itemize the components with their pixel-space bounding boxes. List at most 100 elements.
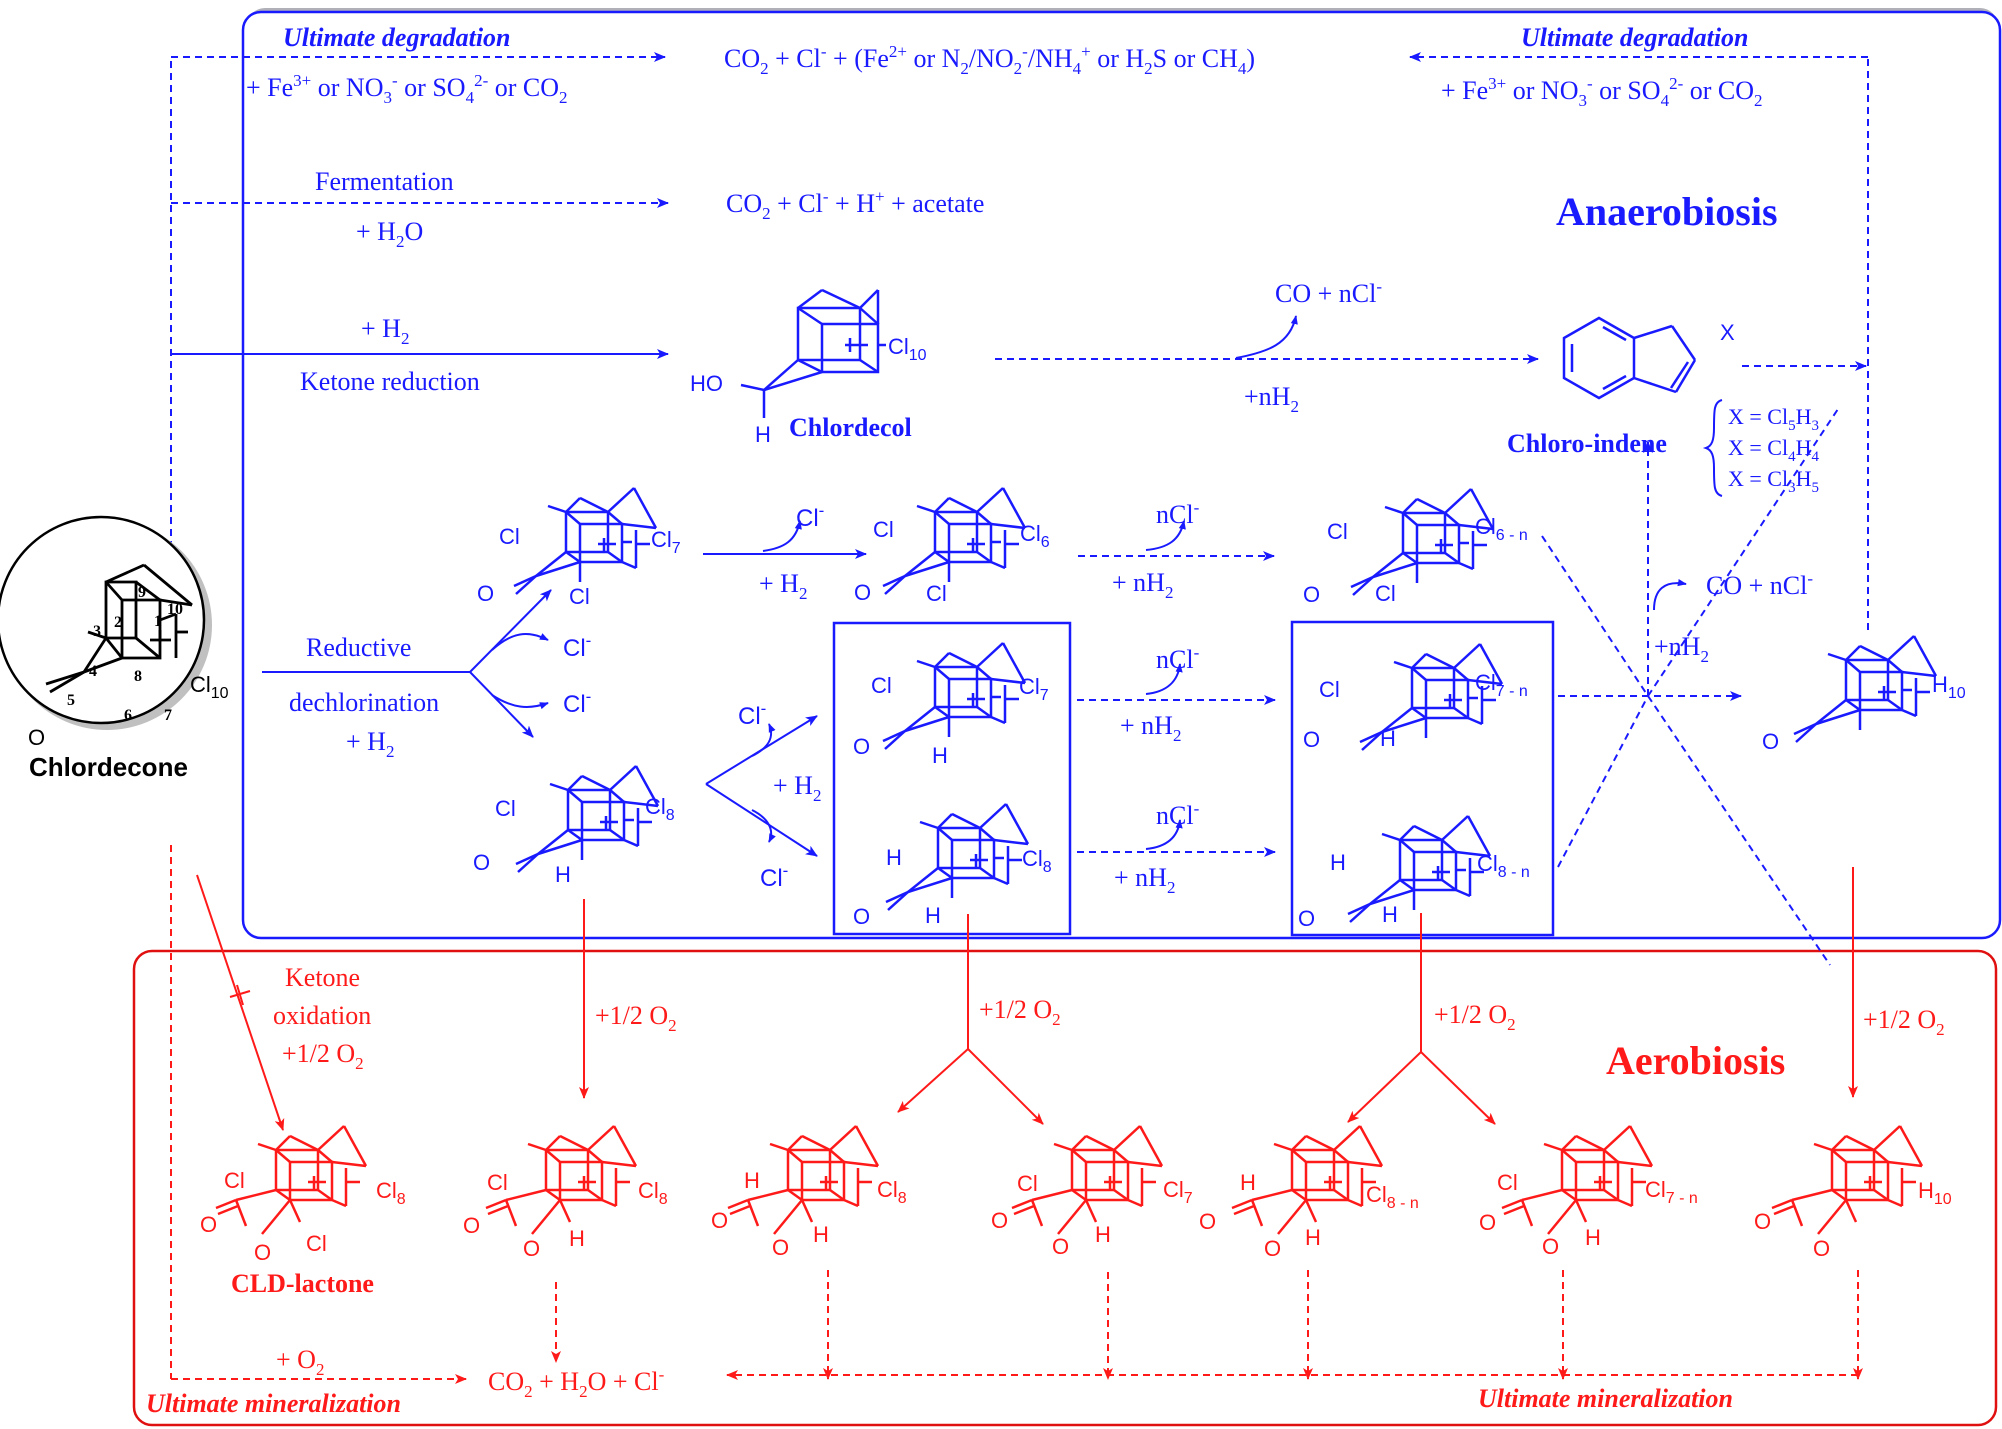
ketone-oxidation-3: +1/2 O2 xyxy=(282,1039,364,1073)
lactone-6-b: H xyxy=(1585,1225,1601,1250)
ncl-c: nCl- xyxy=(1156,799,1200,830)
chlordecone-num-5: 5 xyxy=(67,692,75,709)
half-o2-2: +1/2 O2 xyxy=(979,995,1061,1029)
ultimate-mineralization-left: Ultimate mineralization xyxy=(146,1389,401,1418)
electron-acceptors-right: + Fe3+ or NO3- or SO42- or CO2 xyxy=(1441,74,1763,110)
b4-o: O xyxy=(1303,727,1320,752)
lactone-4-b: H xyxy=(1095,1222,1111,1247)
b5-h-a: H xyxy=(1330,850,1346,875)
lactone-5-o1: O xyxy=(1199,1209,1216,1234)
b4-h: H xyxy=(1380,726,1396,751)
ketone-reduction-label: Ketone reduction xyxy=(300,367,480,396)
b5-o: O xyxy=(1298,906,1315,931)
x-values-brace xyxy=(1702,399,1723,497)
b2-cl: Cl xyxy=(871,673,892,698)
lactone-3-o1: O xyxy=(711,1208,728,1233)
chlordecone-label: Chlordecone xyxy=(29,752,188,782)
lactone-6-o1: O xyxy=(1479,1210,1496,1235)
b3-o: O xyxy=(853,904,870,929)
anaerobiosis-title: Anaerobiosis xyxy=(1556,189,1778,234)
fermentation-reagent: + H2O xyxy=(356,217,423,251)
chlordecone-structure xyxy=(45,563,193,694)
lactone-2-o2: O xyxy=(523,1236,540,1261)
b1-o: O xyxy=(473,850,490,875)
chlordecone-num-1: 1 xyxy=(154,613,162,630)
chlordecone-num-6: 6 xyxy=(124,707,132,724)
chlordecone-num-8: 8 xyxy=(134,668,142,685)
ncl-a: nCl- xyxy=(1156,498,1200,529)
lactone-1-a: Cl xyxy=(224,1168,245,1193)
co-ncl-mid: CO + nCl- xyxy=(1706,569,1813,600)
lactone-7-o2: O xyxy=(1813,1236,1830,1261)
b5-h: H xyxy=(1382,902,1398,927)
plus-nh2-a: + nH2 xyxy=(1112,568,1173,602)
lactone-2-a: Cl xyxy=(487,1170,508,1195)
ketone-oxidation-2: oxidation xyxy=(273,1001,371,1030)
anaerobic-end-products: CO2 + Cl- + (Fe2+ or N2/NO2-/NH4+ or H2S… xyxy=(724,42,1255,78)
lactone-1-o1: O xyxy=(200,1212,217,1237)
b4-cl: Cl xyxy=(1319,677,1340,702)
lactone-6-a: Cl xyxy=(1497,1170,1518,1195)
b1-cl: Cl xyxy=(495,796,516,821)
nh2-mid: +nH2 xyxy=(1654,632,1709,666)
a3-o: O xyxy=(1303,582,1320,607)
lactone-6-o2: O xyxy=(1542,1234,1559,1259)
lactone-2-b: H xyxy=(569,1226,585,1251)
nh2-top: +nH2 xyxy=(1244,382,1299,416)
chlordecol-label: Chlordecol xyxy=(789,413,912,442)
half-o2-4: +1/2 O2 xyxy=(1863,1005,1945,1039)
reductive-label: Reductive xyxy=(306,633,411,662)
chloro-indene-structure xyxy=(1562,316,1697,400)
b1-h: H xyxy=(555,862,571,887)
a1-o: O xyxy=(477,581,494,606)
chlordecone-num-7: 7 xyxy=(164,707,172,724)
chlordecone-circle xyxy=(0,515,206,725)
chlordecone-num-4: 4 xyxy=(89,663,97,680)
chlordecone-num-9: 9 xyxy=(138,584,146,601)
ncl-b: nCl- xyxy=(1156,643,1200,674)
a3-cl-b: Cl xyxy=(1375,581,1396,606)
ultimate-degradation-right: Ultimate degradation xyxy=(1521,23,1749,52)
intermediate-box-1 xyxy=(832,621,1072,936)
fermentation-products: CO2 + Cl- + H+ + acetate xyxy=(726,187,984,223)
chloro-indene-label: Chloro-indene xyxy=(1507,429,1667,458)
a2-cl-b: Cl xyxy=(926,581,947,606)
lactone-4-o1: O xyxy=(991,1208,1008,1233)
lactone-4-a: Cl xyxy=(1017,1171,1038,1196)
cld-lactone-label: CLD-lactone xyxy=(231,1269,374,1298)
indene-x-label: X xyxy=(1720,320,1735,345)
chlordecone-num-2: 2 xyxy=(114,614,122,631)
aerobic-box xyxy=(132,949,1998,1427)
half-o2-1: +1/2 O2 xyxy=(595,1001,677,1035)
aerobiosis-title: Aerobiosis xyxy=(1606,1038,1785,1083)
plus-nh2-b: + nH2 xyxy=(1120,711,1181,745)
lactone-4-o2: O xyxy=(1052,1234,1069,1259)
plus-nh2-c: + nH2 xyxy=(1114,863,1175,897)
fermentation-label: Fermentation xyxy=(315,167,454,196)
chlordecol-h: H xyxy=(755,422,771,447)
b3-h-a: H xyxy=(886,845,902,870)
chlordecone-sub: Cl10 xyxy=(190,672,229,702)
b3-h: H xyxy=(925,903,941,928)
a2-cl-a: Cl xyxy=(873,517,894,542)
chlordecol-oh: HO xyxy=(690,371,723,396)
a2-o: O xyxy=(854,580,871,605)
anaerobic-box xyxy=(241,10,2002,940)
ultimate-mineralization-right: Ultimate mineralization xyxy=(1478,1384,1733,1413)
electron-acceptors-left: + Fe3+ or NO3- or SO42- or CO2 xyxy=(246,71,568,107)
h10-o: O xyxy=(1762,729,1779,754)
lactone-1-b: Cl xyxy=(306,1231,327,1256)
intermediate-box-2 xyxy=(1290,620,1555,937)
mineralization-products: CO2 + H2O + Cl- xyxy=(488,1365,665,1401)
chlordecol-structure xyxy=(740,288,886,418)
chlordecone-num-3: 3 xyxy=(93,623,101,640)
a3-cl-a: Cl xyxy=(1327,519,1348,544)
lactone-5-o2: O xyxy=(1264,1236,1281,1261)
chlordecone-o: O xyxy=(28,725,45,750)
a1-cl-b: Cl xyxy=(569,584,590,609)
lactone-5-a: H xyxy=(1240,1170,1256,1195)
b2-o: O xyxy=(853,734,870,759)
lactone-3-a: H xyxy=(744,1168,760,1193)
